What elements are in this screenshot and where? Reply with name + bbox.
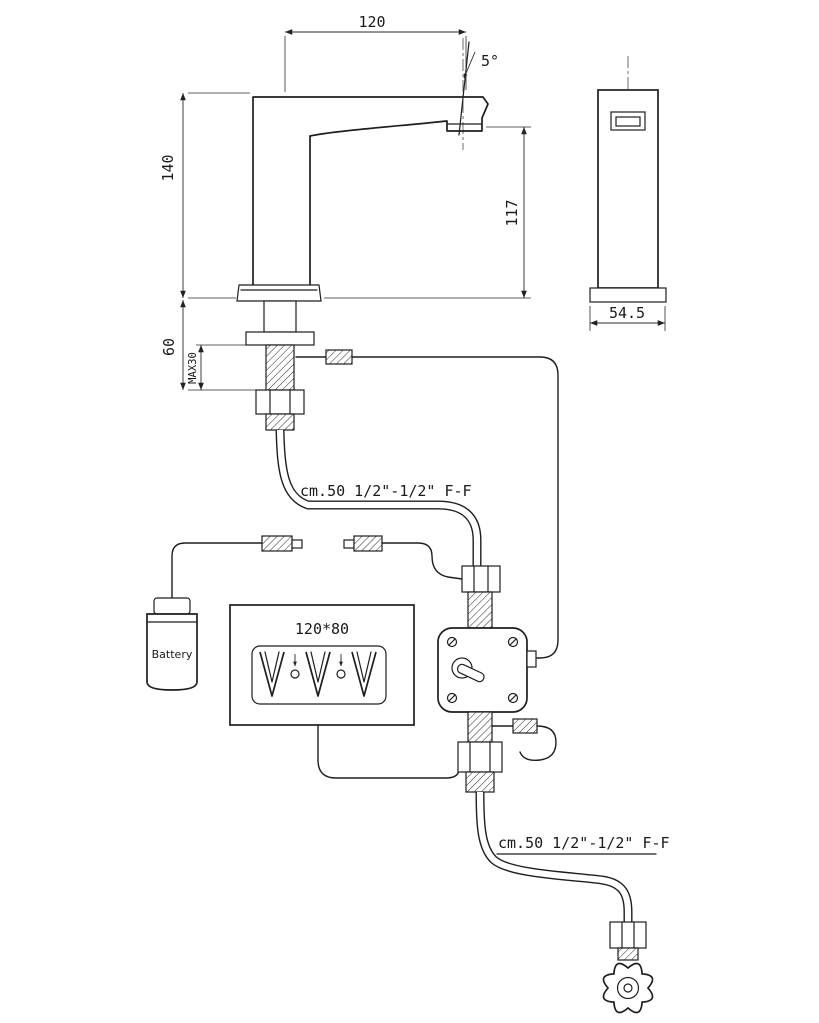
sensor-wall-plate: 120*80 xyxy=(229,604,460,779)
plate-window xyxy=(251,645,387,705)
faucet-side-view xyxy=(589,56,667,303)
sensor-cable-run xyxy=(351,356,559,659)
sensor-v-glyph-inner xyxy=(310,651,326,683)
sensor-dot xyxy=(336,669,346,679)
valve-nut xyxy=(609,921,647,949)
hose-bottom-label: cm.50 1/2"-1/2" F-F xyxy=(498,834,670,852)
valve-neck xyxy=(617,947,639,961)
battery-cap xyxy=(153,597,191,615)
cable-connector xyxy=(325,349,353,365)
dim-angle-label: 5° xyxy=(481,52,499,70)
dim-54-5-label: 54.5 xyxy=(609,304,645,322)
sensor-v-glyph xyxy=(305,651,331,697)
faucet-sensor-cable xyxy=(295,349,559,659)
handwheel-center xyxy=(623,983,633,993)
battery-body xyxy=(146,613,198,691)
hose-top-label: cm.50 1/2"-1/2" F-F xyxy=(300,482,472,500)
upper-flex-hose: cm.50 1/2"-1/2" F-F xyxy=(275,429,482,566)
hose-fill xyxy=(276,429,481,566)
outlet-thread xyxy=(467,711,493,743)
inlet-thread xyxy=(467,591,493,629)
dim-117-label: 117 xyxy=(503,199,521,226)
plug-connector-female xyxy=(353,535,383,552)
angle-leader xyxy=(463,51,476,79)
shutoff-valve xyxy=(602,921,654,1014)
hose-fitting xyxy=(265,413,295,431)
battery-pack: Battery xyxy=(146,535,463,691)
sensor-v-glyph xyxy=(259,651,285,697)
solenoid-control-unit xyxy=(437,565,557,793)
mounting-hardware xyxy=(245,300,315,431)
socket-tip xyxy=(343,539,355,549)
screw-slot xyxy=(509,694,517,702)
plug-tip xyxy=(291,539,303,549)
mounting-flange xyxy=(245,331,315,346)
sensor-dot xyxy=(290,669,300,679)
dim-120-label: 120 xyxy=(358,13,385,31)
threaded-shank xyxy=(265,344,295,391)
dim-60-label: 60 xyxy=(160,338,178,356)
angle-reference-line xyxy=(458,41,470,136)
faucet-base-flange xyxy=(236,284,322,302)
dim-max30-label: MAX30 xyxy=(187,352,199,384)
outlet-nut xyxy=(457,741,503,773)
screw-slot xyxy=(448,638,456,646)
hose-fill xyxy=(476,791,632,922)
plug-connector-male xyxy=(261,535,293,552)
lower-flex-hose: cm.50 1/2"-1/2" F-F xyxy=(475,791,670,922)
side-spout-inner xyxy=(615,116,641,127)
side-base xyxy=(589,287,667,303)
key-handle xyxy=(456,663,485,683)
dim-140-label: 140 xyxy=(159,154,177,181)
battery-cable xyxy=(171,542,263,599)
side-connector-cable xyxy=(519,725,557,762)
faucet-front-view xyxy=(236,96,489,302)
battery-label: Battery xyxy=(152,648,193,661)
inlet-nut xyxy=(461,565,501,593)
sensor-v-glyph-inner xyxy=(264,651,280,683)
side-connector xyxy=(512,718,538,734)
hose-outline xyxy=(475,791,633,922)
plate-cable xyxy=(317,724,460,779)
shank-upper xyxy=(263,300,297,333)
plate-size-label: 120*80 xyxy=(295,620,349,638)
power-cable-to-valve xyxy=(381,542,463,580)
outlet-stub xyxy=(465,771,495,793)
cable-port xyxy=(526,650,537,668)
dimension-annotations: 120 5° 140 117 60 MAX30 54.5 xyxy=(159,13,666,391)
mounting-nut xyxy=(255,389,305,415)
screw-slot xyxy=(509,638,517,646)
faucet-body-outline xyxy=(252,96,489,285)
sensor-v-glyph xyxy=(351,651,377,697)
sensor-v-glyph-inner xyxy=(356,651,372,683)
screw-slot xyxy=(448,694,456,702)
